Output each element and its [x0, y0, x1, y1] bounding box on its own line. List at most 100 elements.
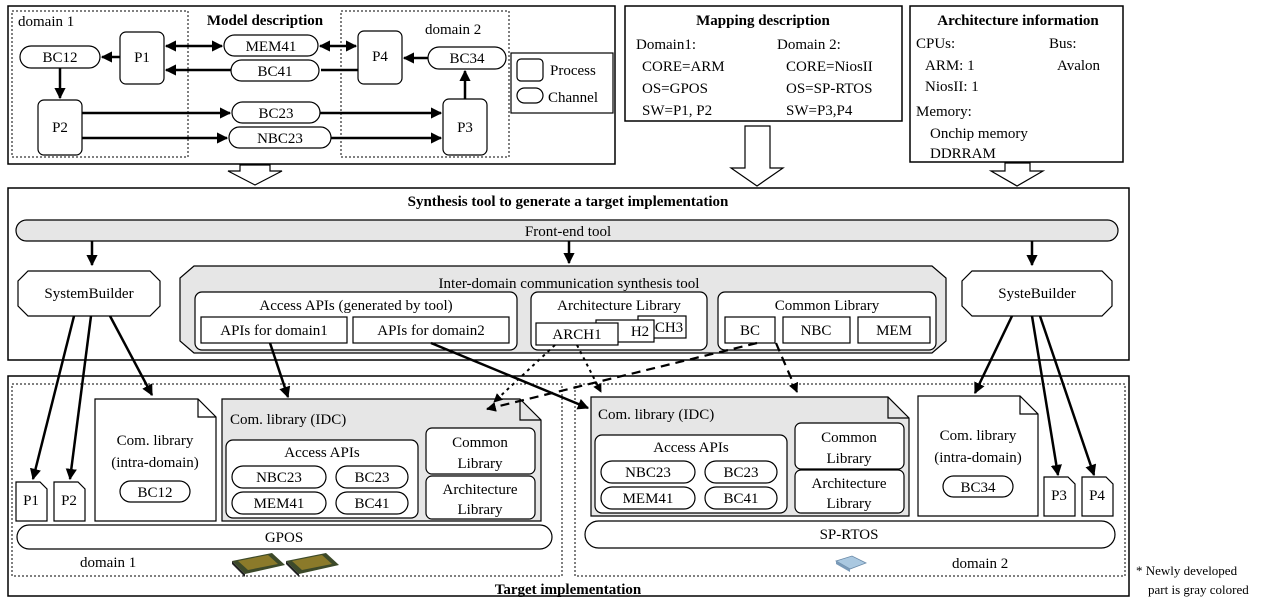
os-label: GPOS	[265, 530, 303, 546]
os-sp-rtos	[584, 520, 1116, 549]
target-process-label: P4	[1089, 488, 1105, 504]
page-fold	[1019, 396, 1038, 415]
target-process-p2	[53, 481, 86, 522]
architecture-library-right	[794, 469, 905, 514]
api-bc41	[704, 486, 778, 510]
architecture-library-label: Library	[827, 496, 872, 512]
model-process-p4	[357, 30, 403, 85]
synthesis-output-arrows	[30, 315, 1097, 481]
model-channel-label: BC34	[449, 51, 485, 67]
api-mem41	[231, 491, 327, 515]
common-nbc-label: NBC	[801, 323, 832, 339]
target-implementation-panel: Target implementation domain 1 domain 2 …	[7, 375, 1130, 598]
intra-channel-bc12	[119, 480, 191, 503]
intra-channel-label: BC34	[960, 480, 996, 496]
apis-domain1-label: APIs for domain1	[220, 323, 328, 339]
common-library-label: Library	[458, 456, 503, 472]
api-mem41	[600, 486, 696, 510]
target-process-p1	[15, 481, 48, 522]
api-bc23	[704, 460, 778, 484]
arch1-label: ARCH1	[552, 327, 601, 343]
os-label: SP-RTOS	[820, 527, 879, 543]
target-domain1-label: domain 1	[80, 555, 136, 571]
model-channel-label: BC41	[257, 64, 292, 80]
architecture-library-tool-label: Architecture Library	[557, 298, 681, 314]
page-fold	[887, 397, 909, 419]
api-label: MEM41	[623, 491, 674, 507]
mapping-line: SW=P1, P2	[642, 103, 712, 119]
model-description-panel: domain 1 Model description domain 2 P1 P…	[7, 5, 616, 165]
page-fold	[519, 399, 541, 421]
architecture-information-panel: Architecture information CPUs: ARM: 1 Ni…	[909, 5, 1124, 163]
footnote-line: part is gray colored	[1148, 582, 1249, 597]
model-channel-mem41	[223, 34, 319, 57]
common-library-label: Library	[827, 451, 872, 467]
mapping-title: Mapping description	[696, 13, 830, 29]
model-channel-label: NBC23	[257, 131, 303, 147]
front-end-tool-label: Front-end tool	[525, 224, 611, 240]
target-process-label: P3	[1051, 488, 1067, 504]
target-process-label: P2	[61, 493, 77, 509]
common-bc	[724, 316, 776, 344]
common-mem-label: MEM	[876, 323, 912, 339]
model-channel-label: MEM41	[246, 39, 297, 55]
idc-library-label: Com. library (IDC)	[230, 412, 346, 428]
mapping-line: CORE=ARM	[642, 59, 725, 75]
common-library-label: Common	[821, 430, 877, 446]
architecture-library-label: Architecture	[812, 476, 887, 492]
api-label: MEM41	[254, 496, 305, 512]
model-domain1-boundary	[11, 10, 189, 158]
arch2-label: H2	[631, 324, 649, 340]
access-apis-generated-label: Access APIs (generated by tool)	[259, 298, 452, 314]
dotted-arrows	[493, 344, 602, 403]
api-label: BC41	[354, 496, 389, 512]
system-builder-right	[961, 270, 1113, 317]
apis-domain1	[200, 316, 348, 344]
model-process-label: P3	[457, 120, 473, 136]
arch-info-line: Memory:	[916, 104, 972, 120]
target-process-p3	[1043, 476, 1076, 517]
common-mem	[857, 316, 931, 344]
common-bc-label: BC	[740, 323, 760, 339]
page-fold	[197, 399, 216, 418]
model-domain2-label: domain 2	[425, 22, 481, 38]
common-library-label: Common	[452, 435, 508, 451]
system-builder-right-label: SysteBuilder	[998, 286, 1076, 302]
model-domain2-boundary	[340, 10, 510, 158]
common-library-right	[794, 422, 905, 470]
api-label: BC23	[354, 470, 389, 486]
idc-library-label: Com. library (IDC)	[598, 407, 714, 423]
input-arrows	[227, 125, 1046, 187]
access-apis-label: Access APIs	[284, 445, 360, 461]
model-title: Model description	[207, 13, 324, 29]
arch-info-line: DDRRAM	[930, 146, 996, 162]
api-label: BC23	[723, 465, 758, 481]
model-process-label: P1	[134, 50, 150, 66]
model-domain1-label: domain 1	[18, 14, 74, 30]
legend-process-label: Process	[550, 63, 596, 79]
api-label: BC41	[723, 491, 758, 507]
legend-channel-label: Channel	[548, 90, 598, 106]
api-bc41	[335, 491, 409, 515]
target-domain2-label: domain 2	[952, 556, 1008, 572]
target-process-p4	[1081, 476, 1114, 517]
system-builder-left-label: SystemBuilder	[44, 286, 133, 302]
mapping-line: Domain 2:	[777, 37, 841, 53]
mapping-line: CORE=NiosII	[786, 59, 873, 75]
access-apis-label: Access APIs	[653, 440, 729, 456]
mapping-line: SW=P3,P4	[786, 103, 853, 119]
arch-info-title: Architecture information	[937, 13, 1099, 29]
api-label: NBC23	[256, 470, 302, 486]
os-gpos	[16, 524, 553, 550]
front-end-tool	[15, 219, 1119, 242]
footnote-line: * Newly developed	[1136, 563, 1238, 578]
mapping-line: OS=SP-RTOS	[786, 81, 872, 97]
model-channel-label: BC12	[42, 50, 77, 66]
architecture-library-label: Architecture	[443, 482, 518, 498]
front-end-arrows	[86, 241, 1038, 267]
fpga-chip-icon	[835, 555, 867, 572]
api-nbc23	[231, 465, 327, 489]
model-process-label: P4	[372, 49, 388, 65]
arch-info-line: CPUs:	[916, 36, 955, 52]
